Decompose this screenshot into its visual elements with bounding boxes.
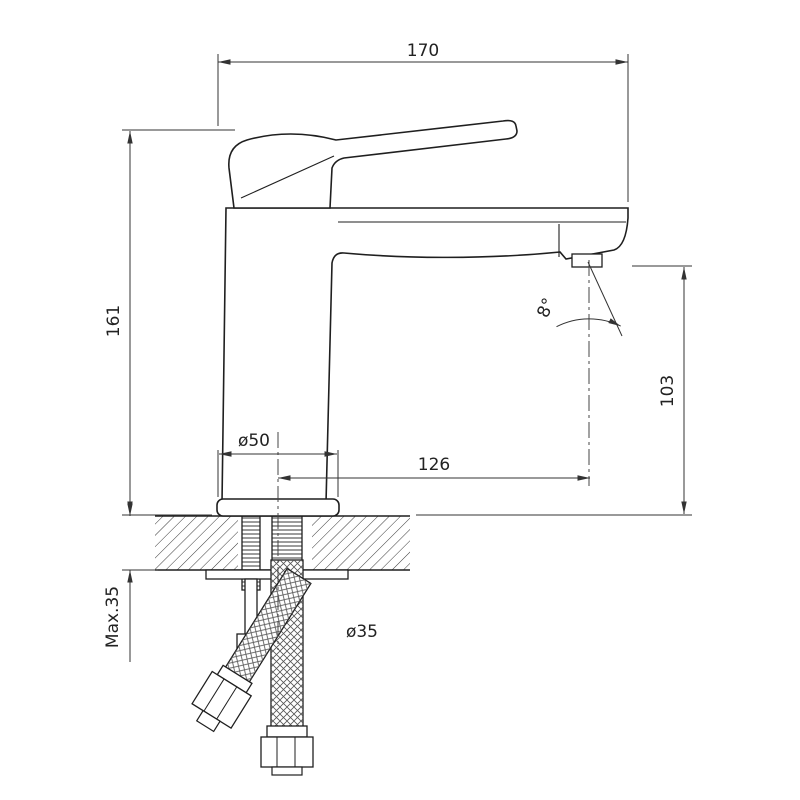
dim-reach-label: 126 [418,455,450,475]
hose-diagonal-end [195,709,221,733]
dimension-overall-height: 161 [104,129,235,516]
countertop-hatch-right [312,516,410,570]
angle-arc [556,318,621,328]
spout-and-column-outline [221,207,629,504]
aerator-outlet [571,253,603,268]
countertop-section [155,515,410,571]
countertop-hatch-left [155,516,238,570]
nut-facet-line [216,686,238,720]
dimension-outlet-height: 103 [416,265,692,516]
dimension-max-thickness: Max.35 [103,496,158,662]
hose-vertical-nut [260,736,314,768]
hose-vertical-end [271,766,303,776]
dimension-base-diameter: ø50 [217,431,339,497]
centerlines [277,260,590,650]
dim-height-label: 161 [104,305,124,337]
hose-shank-threaded [271,515,303,569]
dimension-overall-width: 170 [217,41,629,202]
handle-body-separation-line [240,155,335,199]
lever-handle-outline [228,119,518,209]
dim-max-thickness-label: Max.35 [103,586,123,648]
spout-angle-annotation: 8° [533,261,623,337]
nut-facet-line [203,678,225,712]
hose-diagonal-braid [224,568,311,684]
dim-width-label: 170 [407,41,439,61]
dim-angle-label: 8° [533,295,559,321]
dimension-spout-reach: 126 [278,455,590,481]
hose-vertical-collar [266,725,308,738]
dim-outlet-height-label: 103 [658,375,678,407]
dim-hole-diameter-label: ø35 [346,622,378,642]
dim-base-diameter-label: ø50 [238,431,270,451]
supply-hose-diagonal [191,567,312,733]
